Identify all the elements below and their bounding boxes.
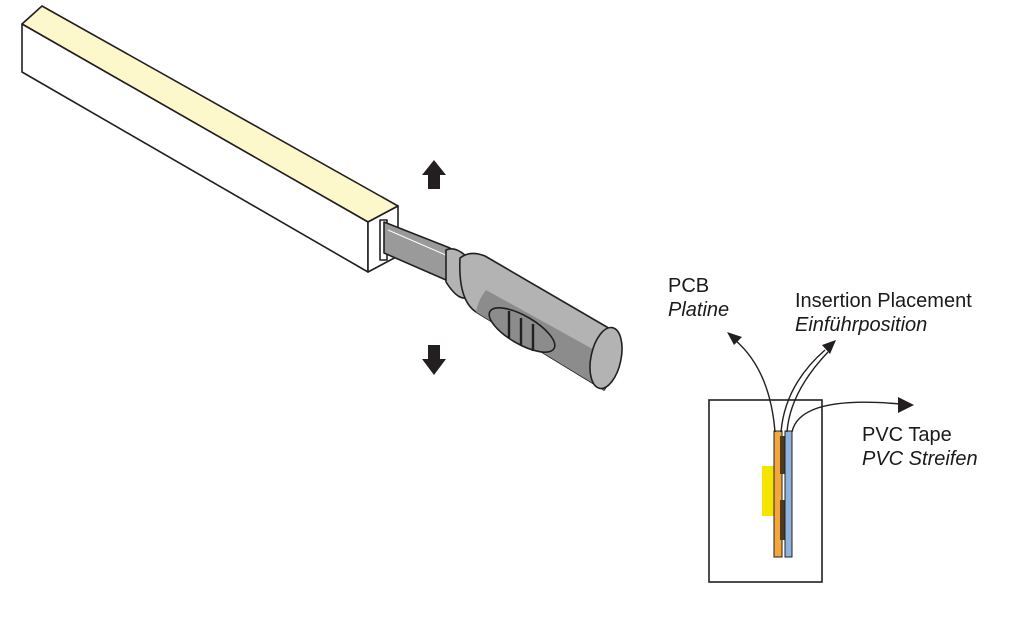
pvc-arrowhead [898,397,914,413]
pcb-component [780,436,785,474]
cross-section [708,399,823,583]
pvc-leader [791,401,901,433]
pvc-label-translation: PVC Streifen [862,448,978,470]
pvc-layer [784,430,793,558]
arrow-down-icon [422,345,446,375]
pcb-arrowhead [727,332,742,345]
strip-top-face [21,5,399,223]
pcb-leader [734,339,776,433]
insertion-arrowhead [822,340,836,354]
neon-strip [21,5,399,273]
pcb-layer [773,430,783,558]
insertion-leader-2 [786,351,829,433]
tool-blade [383,221,451,281]
adhesive-block [762,466,775,516]
pcb-label-translation: Platine [668,299,730,321]
pcb-label: PCB Platine [668,274,729,322]
insertion-label: Insertion Placement Einführposition [795,289,972,337]
insertion-label-translation: Einführposition [795,314,928,336]
pcb-label-name: PCB [668,275,710,297]
insertion-leader [780,349,826,433]
insertion-tool [383,221,623,391]
strip-front-face [21,23,369,273]
insertion-label-name: Insertion Placement [795,290,972,312]
pvc-label: PVC Tape PVC Streifen [862,423,978,471]
pcb-component [780,500,785,540]
pvc-label-name: PVC Tape [862,424,952,446]
arrow-up-icon [422,160,446,189]
tool-end-cap [589,326,623,390]
